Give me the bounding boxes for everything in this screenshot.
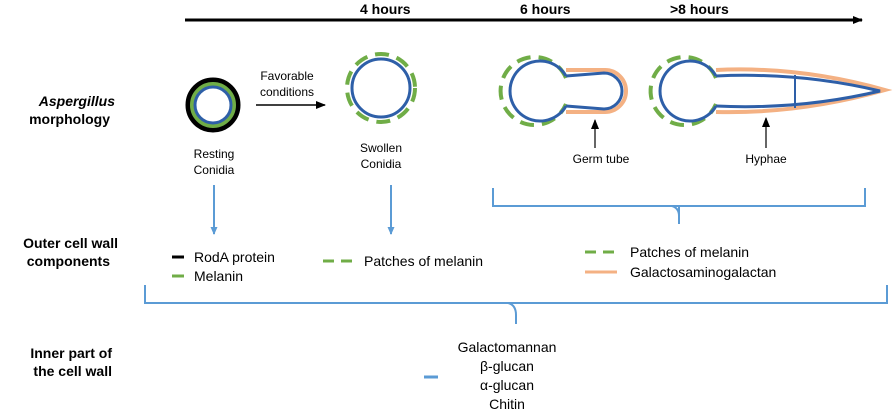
lower-bracket-stem — [507, 302, 517, 324]
inner-component-3: Chitin — [489, 396, 525, 412]
inner-component-1: β-glucan — [480, 358, 534, 374]
resting-label-2: Conidia — [194, 163, 235, 177]
timeline-label-4h: 4 hours — [360, 1, 411, 17]
row-label-inner-1: Inner part of — [30, 345, 112, 361]
germ-tube-label: Germ tube — [573, 152, 630, 166]
lower-bracket — [144, 285, 888, 304]
favorable-label-1: Favorable — [260, 69, 314, 83]
legend-melanin-label: Melanin — [194, 268, 243, 284]
swollen-label-1: Swollen — [360, 141, 402, 155]
row-label-outer-2: components — [27, 253, 110, 269]
resting-conidium — [185, 77, 241, 133]
legend-rodA-label: RodA protein — [194, 249, 275, 265]
hyphae-stage — [648, 55, 893, 127]
legend-patches-label-2: Patches of melanin — [630, 244, 749, 260]
swollen-label-2: Conidia — [361, 157, 402, 171]
germ-tube-stage — [498, 55, 628, 127]
timeline-label-8h: >8 hours — [670, 1, 729, 17]
inner-component-2: α-glucan — [480, 377, 534, 393]
timeline-label-6h: 6 hours — [520, 1, 571, 17]
hyphae-label: Hyphae — [745, 152, 787, 166]
upper-bracket-notch — [671, 205, 680, 217]
inner-component-0: Galactomannan — [458, 339, 557, 355]
resting-label-1: Resting — [194, 147, 235, 161]
legend-gag-label: Galactosaminogalactan — [630, 264, 776, 280]
row-label-outer-1: Outer cell wall — [23, 235, 118, 251]
row-label-inner-2: the cell wall — [33, 363, 112, 379]
row-label-morphology-species: Aspergillus — [38, 93, 115, 109]
favorable-label-2: conditions — [260, 85, 314, 99]
row-label-morphology: morphology — [29, 111, 110, 127]
upper-bracket — [492, 188, 866, 224]
swollen-conidium — [345, 52, 417, 124]
legend-patches-label-1: Patches of melanin — [364, 253, 483, 269]
